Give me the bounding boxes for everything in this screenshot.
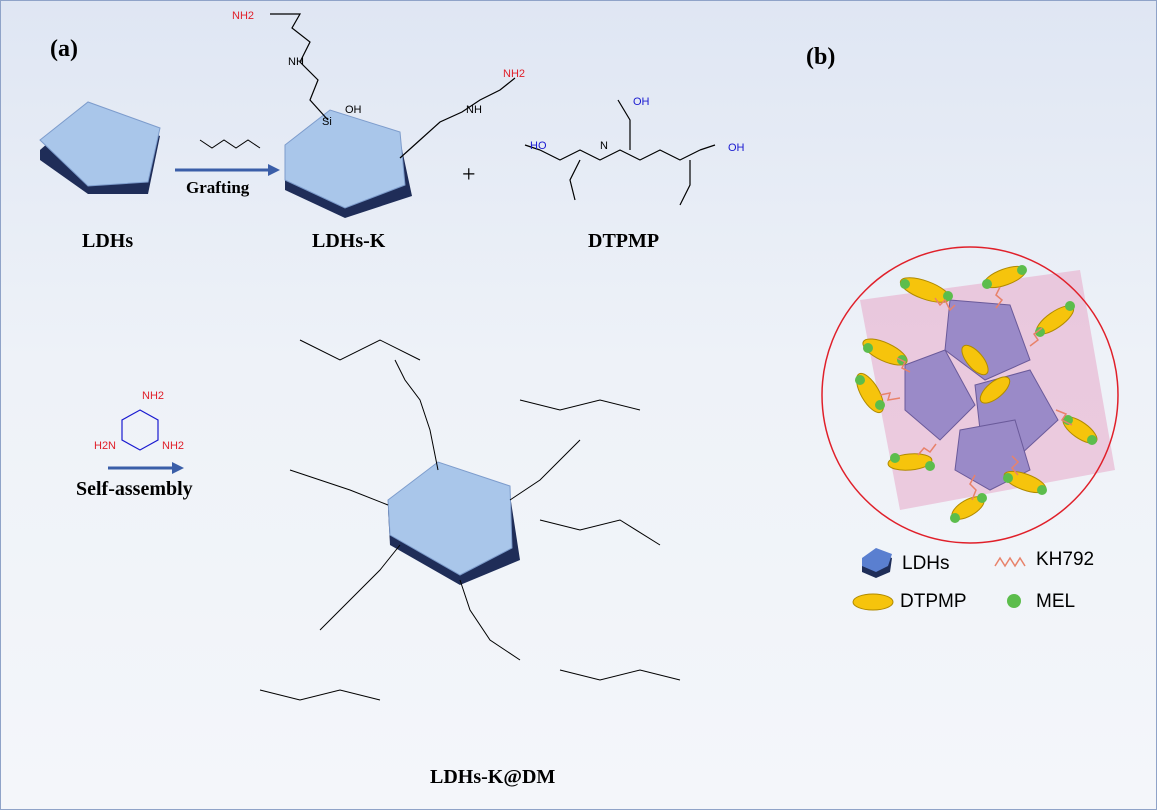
dtpmp-structure bbox=[524, 99, 716, 206]
panel-b-circle bbox=[821, 246, 1119, 544]
mel-nh2: NH2 bbox=[142, 390, 165, 402]
kh792-springs bbox=[879, 286, 1073, 501]
self-assembly-label: Self-assembly bbox=[76, 478, 193, 500]
plus-sign: + bbox=[462, 162, 476, 188]
legend-ldhs-icon bbox=[862, 548, 892, 578]
ldhs-k-label: LDHs-K bbox=[312, 230, 386, 252]
ldhs-k-plate bbox=[284, 109, 412, 218]
nh-top: NH bbox=[288, 56, 304, 68]
ldhs-k-chains bbox=[270, 13, 516, 159]
n-dtpmp: N bbox=[600, 140, 608, 152]
oh-dtpmp-r: OH bbox=[728, 142, 745, 154]
legend-ldhs-text: LDHs bbox=[902, 553, 950, 574]
self-assembly-arrow bbox=[108, 462, 184, 474]
panel-a-label: (a) bbox=[50, 36, 78, 62]
oh-dtpmp: OH bbox=[633, 96, 650, 108]
dtpmp-label: DTPMP bbox=[588, 230, 660, 252]
legend-kh792-icon bbox=[994, 556, 1026, 568]
melamine-structure bbox=[121, 409, 159, 451]
ho-dtpmp: HO bbox=[530, 140, 547, 152]
legend-dtpmp-icon bbox=[852, 593, 894, 611]
central-ldh-plate bbox=[387, 461, 520, 585]
nh2-right: NH2 bbox=[503, 68, 526, 80]
product-label: LDHs-K@DM bbox=[430, 766, 556, 788]
oh-label: OH bbox=[345, 104, 362, 116]
nh2-top: NH2 bbox=[232, 10, 255, 22]
legend-mel-icon bbox=[1007, 594, 1021, 608]
legend-kh792-text: KH792 bbox=[1036, 549, 1095, 570]
legend-dtpmp-text: DTPMP bbox=[900, 591, 967, 612]
ldhs-plate bbox=[39, 101, 161, 194]
mel-nh2-r: NH2 bbox=[162, 440, 185, 452]
product-chains bbox=[259, 339, 681, 701]
kh792-structure bbox=[199, 139, 261, 149]
si-label: Si bbox=[322, 116, 332, 128]
nh-right: NH bbox=[466, 104, 482, 116]
mel-h2n: H2N bbox=[94, 440, 117, 452]
legend-mel-text: MEL bbox=[1036, 591, 1076, 612]
grafting-label: Grafting bbox=[186, 178, 250, 197]
panel-b-label: (b) bbox=[806, 44, 836, 70]
ldhs-label: LDHs bbox=[82, 230, 134, 252]
grafting-arrow bbox=[175, 164, 280, 176]
